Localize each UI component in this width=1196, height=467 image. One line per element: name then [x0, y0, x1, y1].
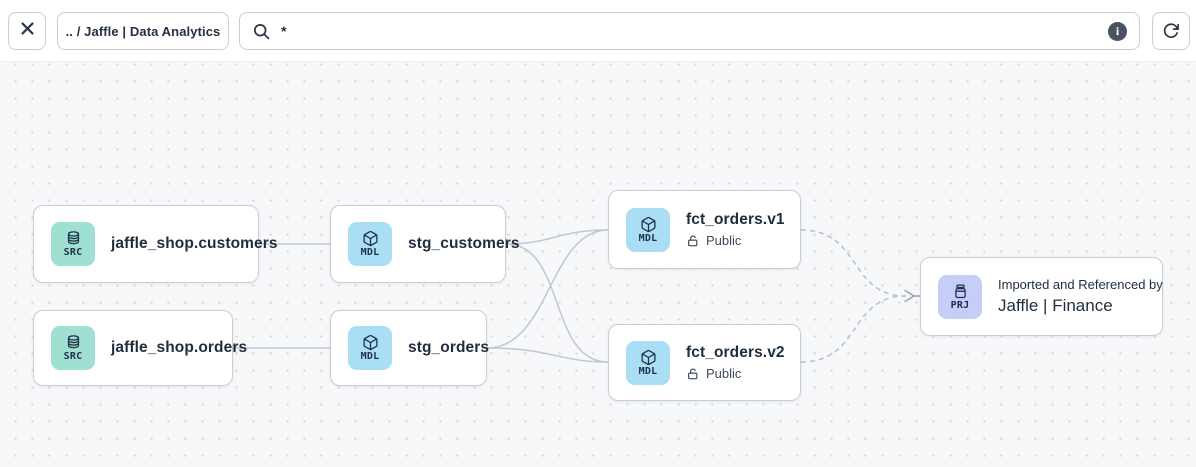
edge-stgorders-to-v2: [486, 347, 609, 363]
badge-label: MDL: [638, 232, 658, 244]
edge-v1-to-project: [800, 229, 907, 297]
source-icon: SRC: [51, 326, 95, 370]
node-jaffle-shop-customers[interactable]: SRC jaffle_shop.customers: [33, 205, 278, 283]
breadcrumb[interactable]: .. / Jaffle | Data Analytics: [57, 12, 229, 50]
toolbar: .. / Jaffle | Data Analytics i: [0, 0, 1196, 62]
search-input[interactable]: [281, 23, 1098, 39]
edge-stgorders-to-v1: [486, 229, 609, 349]
search-icon: [252, 22, 271, 41]
close-button[interactable]: [8, 12, 46, 50]
project-subtitle: Imported and Referenced by: [998, 277, 1163, 292]
search-bar[interactable]: i: [239, 12, 1140, 50]
badge-label: MDL: [360, 247, 380, 258]
node-stg-orders[interactable]: MDL stg_orders: [330, 310, 490, 386]
edge-arrowhead-icon: [904, 289, 922, 303]
close-icon: [20, 21, 35, 41]
node-jaffle-finance-project[interactable]: PRJ Imported and Referenced by Jaffle | …: [920, 257, 1163, 336]
node-jaffle-shop-orders[interactable]: SRC jaffle_shop.orders: [33, 310, 247, 386]
edge-stgcustomers-to-v1: [505, 229, 609, 245]
node-label: Jaffle | Finance: [998, 296, 1113, 315]
node-fct-orders-v1[interactable]: MDL fct_orders.v1 Public: [608, 190, 801, 269]
model-icon: MDL: [626, 207, 670, 252]
model-icon: MDL: [348, 222, 392, 266]
node-label: jaffle_shop.customers: [111, 235, 278, 252]
access-row: Public: [686, 366, 785, 381]
node-stg-customers[interactable]: MDL stg_customers: [330, 205, 519, 283]
access-label: Public: [706, 233, 742, 248]
edge-layer: [233, 229, 922, 363]
node-label: stg_customers: [408, 235, 520, 252]
node-label: stg_orders: [408, 339, 490, 356]
project-icon: PRJ: [938, 274, 982, 319]
edge-stgcustomers-to-v2: [505, 243, 609, 363]
badge-label: MDL: [360, 351, 380, 362]
model-icon: MDL: [626, 340, 670, 385]
unlock-icon: [686, 367, 700, 381]
refresh-button[interactable]: [1152, 12, 1190, 50]
badge-label: MDL: [638, 365, 658, 377]
lineage-canvas[interactable]: SRC jaffle_shop.customers SRC jaffle_sho…: [0, 62, 1196, 467]
refresh-icon: [1162, 22, 1180, 40]
node-label: fct_orders.v2: [686, 344, 785, 361]
model-icon: MDL: [348, 326, 392, 370]
source-icon: SRC: [51, 222, 95, 266]
edge-v2-to-project: [800, 295, 907, 363]
node-fct-orders-v2[interactable]: MDL fct_orders.v2 Public: [608, 324, 801, 401]
breadcrumb-label: .. / Jaffle | Data Analytics: [65, 23, 221, 39]
info-icon[interactable]: i: [1108, 21, 1127, 41]
node-label: fct_orders.v1: [686, 211, 785, 228]
unlock-icon: [686, 234, 700, 248]
badge-label: PRJ: [950, 299, 970, 311]
access-row: Public: [686, 233, 785, 248]
node-label: jaffle_shop.orders: [111, 339, 248, 356]
access-label: Public: [706, 366, 742, 381]
badge-label: SRC: [63, 351, 83, 362]
badge-label: SRC: [63, 247, 83, 258]
